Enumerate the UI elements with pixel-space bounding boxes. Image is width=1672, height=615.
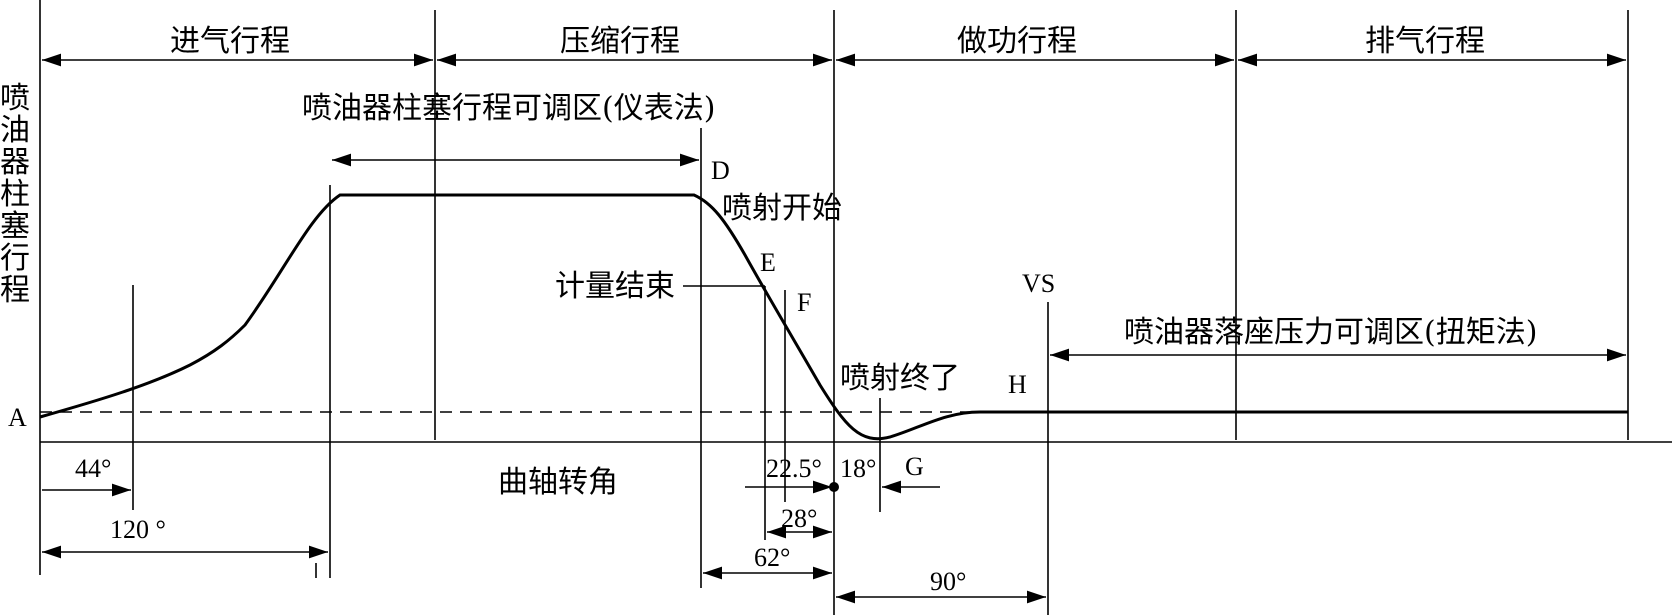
power-label: 做功行程 — [957, 24, 1077, 59]
angle-120-label: 120 ° — [110, 515, 166, 544]
y-axis-char-0: 喷 — [0, 81, 30, 116]
angle-90-label: 90° — [930, 567, 966, 596]
y-axis-char-5: 行 — [0, 241, 30, 276]
y-axis-char-1: 油 — [0, 113, 30, 148]
angle-18-label: 18° — [840, 454, 876, 483]
injection-end-label: 喷射终了 — [840, 361, 960, 396]
point-F-label: F — [797, 288, 811, 317]
angle-28-label: 28° — [781, 504, 817, 533]
angle-44-label: 44° — [75, 454, 111, 483]
point-A-label: A — [8, 403, 27, 432]
seat-adjust-zone-label: 喷油器落座压力可调区(扭矩法) — [1124, 315, 1537, 350]
plunger-adjust-zone-label: 喷油器柱塞行程可调区(仪表法) — [302, 91, 715, 126]
point-H-label: H — [1008, 370, 1027, 399]
crank-angle-label: 曲轴转角 — [498, 465, 618, 500]
y-axis-char-2: 器 — [0, 145, 30, 180]
metering-end-label: 计量结束 — [555, 269, 675, 304]
angle-22-5-label: 22.5° — [766, 454, 822, 483]
injection-start-label: 喷射开始 — [722, 191, 842, 226]
y-axis-char-4: 塞 — [0, 209, 30, 244]
point-VS-label: VS — [1022, 269, 1055, 298]
angle-62-label: 62° — [754, 543, 790, 572]
point-D-label: D — [711, 156, 730, 185]
point-G-label: G — [905, 452, 924, 481]
tdc-dot — [829, 482, 839, 492]
y-axis-char-6: 程 — [0, 273, 30, 308]
point-E-label: E — [760, 248, 776, 277]
y-axis-char-3: 柱 — [0, 177, 30, 212]
compression-label: 压缩行程 — [560, 24, 680, 59]
exhaust-label: 排气行程 — [1365, 24, 1485, 59]
intake-label: 进气行程 — [170, 24, 290, 59]
plunger-travel-curve — [39, 193, 1628, 441]
